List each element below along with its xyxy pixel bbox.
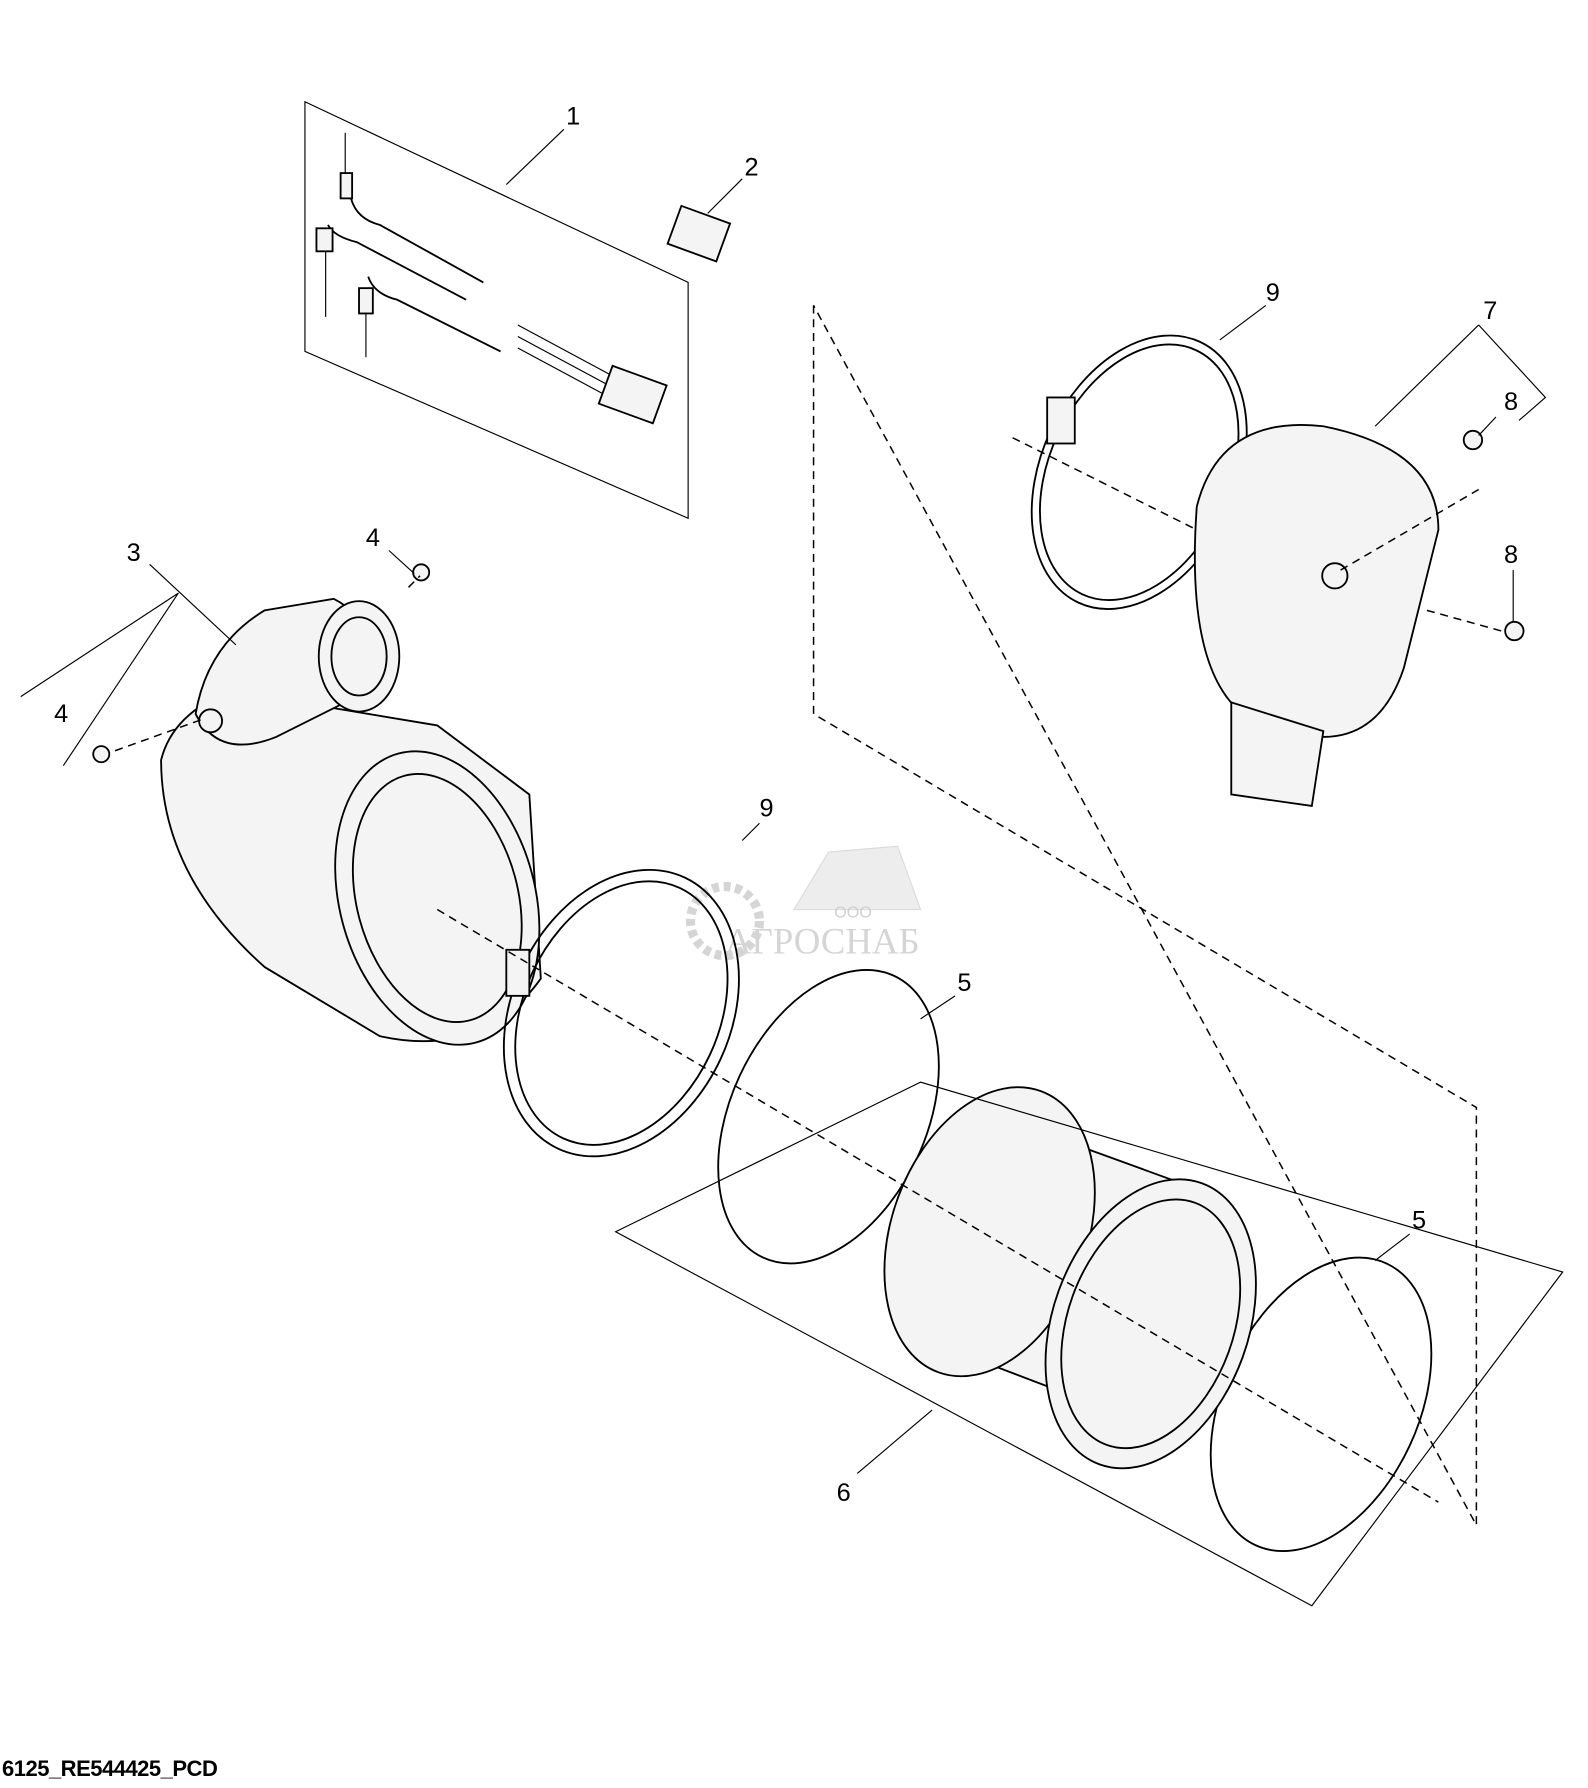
callout-4a: 4 (366, 524, 380, 552)
callout-5a: 5 (957, 969, 971, 997)
callout-5b: 5 (1412, 1206, 1426, 1234)
callout-8b: 8 (1504, 541, 1518, 569)
outlet-housing (92, 334, 1525, 808)
sensor-kit-group (304, 100, 732, 520)
watermark-logo: ООО АГРОСНАБ (685, 845, 922, 961)
leader-lines (20, 128, 1547, 1474)
doc-housing (160, 597, 542, 1046)
callout-9a: 9 (1266, 279, 1280, 307)
watermark-brand-text: АГРОСНАБ (725, 920, 920, 961)
callout-8a: 8 (1504, 388, 1518, 416)
dpf-filter (614, 1081, 1564, 1607)
callout-6: 6 (837, 1479, 851, 1507)
callout-3: 3 (127, 539, 141, 567)
callout-2: 2 (745, 153, 759, 181)
callout-4b: 4 (54, 700, 68, 728)
callout-9b: 9 (759, 794, 773, 822)
v-band-clamp-lower (502, 868, 740, 1158)
callout-1: 1 (566, 103, 580, 131)
diagram-caption: 6125_RE544425_PCD (2, 1756, 218, 1781)
callout-7: 7 (1483, 297, 1497, 325)
watermark-small-text: ООО (834, 904, 872, 922)
